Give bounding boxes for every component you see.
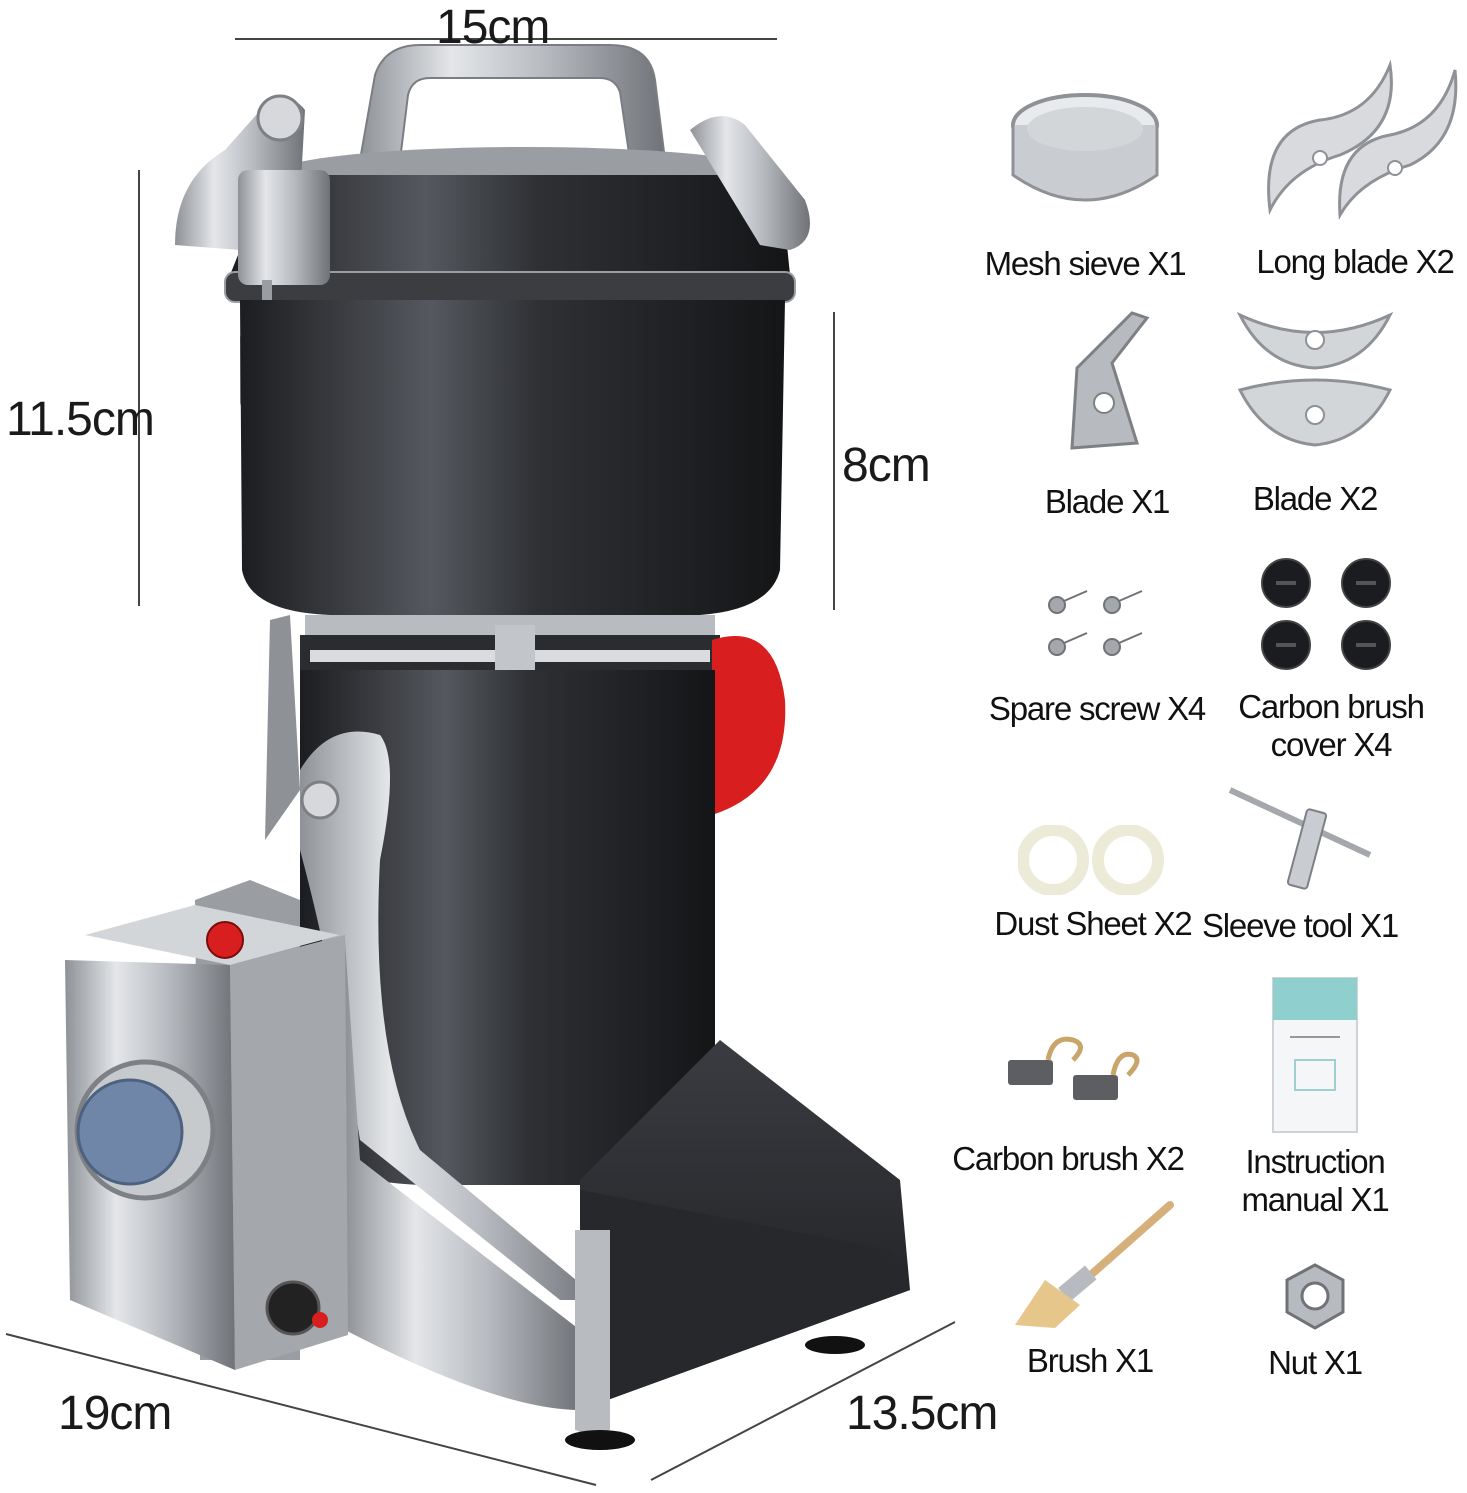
- depth-bottom-label: 13.5cm: [846, 1387, 998, 1440]
- accessory-nut: Nut X1: [1185, 1262, 1445, 1382]
- height-left-line: [138, 170, 140, 606]
- width-bottom-label: 19cm: [58, 1387, 172, 1440]
- accessory-brush: Brush X1: [960, 1200, 1220, 1380]
- carbon-brush-icon: [1008, 1036, 1140, 1100]
- accessory-label: Brush X1: [1026, 1342, 1154, 1379]
- brush-cover-icon: [1261, 558, 1391, 670]
- accessory-blade-single: Blade X1: [977, 308, 1237, 521]
- cup-height-label: 8cm: [842, 439, 931, 492]
- accessory-label: Blade X2: [1252, 480, 1379, 517]
- accessory-spare-screw: Spare screw X4: [967, 585, 1227, 728]
- accessory-carbon-brush: Carbon brush X2: [938, 1030, 1198, 1178]
- accessory-long-blade: Long blade X2: [1225, 60, 1467, 281]
- accessory-label: Blade X1: [1044, 483, 1171, 520]
- accessory-label: Instruction manual X1: [1241, 1143, 1390, 1218]
- accessory-instruction-manual: Instruction manual X1: [1185, 975, 1445, 1219]
- accessory-label: Nut X1: [1268, 1344, 1363, 1381]
- accessory-blade-pair: Blade X2: [1185, 310, 1445, 518]
- accessory-label: Carbon brush cover X4: [1238, 688, 1425, 763]
- blade-pair-icon: [1236, 311, 1394, 447]
- accessory-mesh-sieve: Mesh sieve X1: [955, 75, 1215, 283]
- accessory-label: Spare screw X4: [988, 690, 1206, 727]
- long-blade-icon: [1267, 60, 1458, 221]
- accessory-label: Long blade X2: [1256, 243, 1454, 280]
- dust-sheet-icon: [1018, 825, 1164, 895]
- cup-height-line: [833, 312, 835, 610]
- nut-icon: [1285, 1263, 1345, 1330]
- accessory-carbon-brush-cover: Carbon brush cover X4: [1196, 555, 1456, 764]
- width-top-line: [235, 38, 777, 40]
- accessory-label: Mesh sieve X1: [984, 245, 1187, 282]
- accessory-label: Sleeve tool X1: [1201, 907, 1399, 944]
- accessory-label: Carbon brush X2: [952, 1140, 1185, 1177]
- blade-icon: [1070, 311, 1150, 450]
- sleeve-tool-icon: [1228, 787, 1372, 890]
- grinder-illustration: [65, 44, 910, 1450]
- accessory-sleeve-tool: Sleeve tool X1: [1170, 785, 1430, 945]
- height-left-label: 11.5cm: [6, 393, 155, 446]
- accessory-label: Dust Sheet X2: [994, 905, 1192, 942]
- manual-icon: [1272, 977, 1358, 1133]
- mesh-sieve-icon: [1011, 93, 1159, 202]
- accessory-dust-sheet: Dust Sheet X2: [963, 825, 1223, 943]
- paint-brush-icon: [1015, 1201, 1174, 1328]
- screw-icon: [1048, 590, 1143, 656]
